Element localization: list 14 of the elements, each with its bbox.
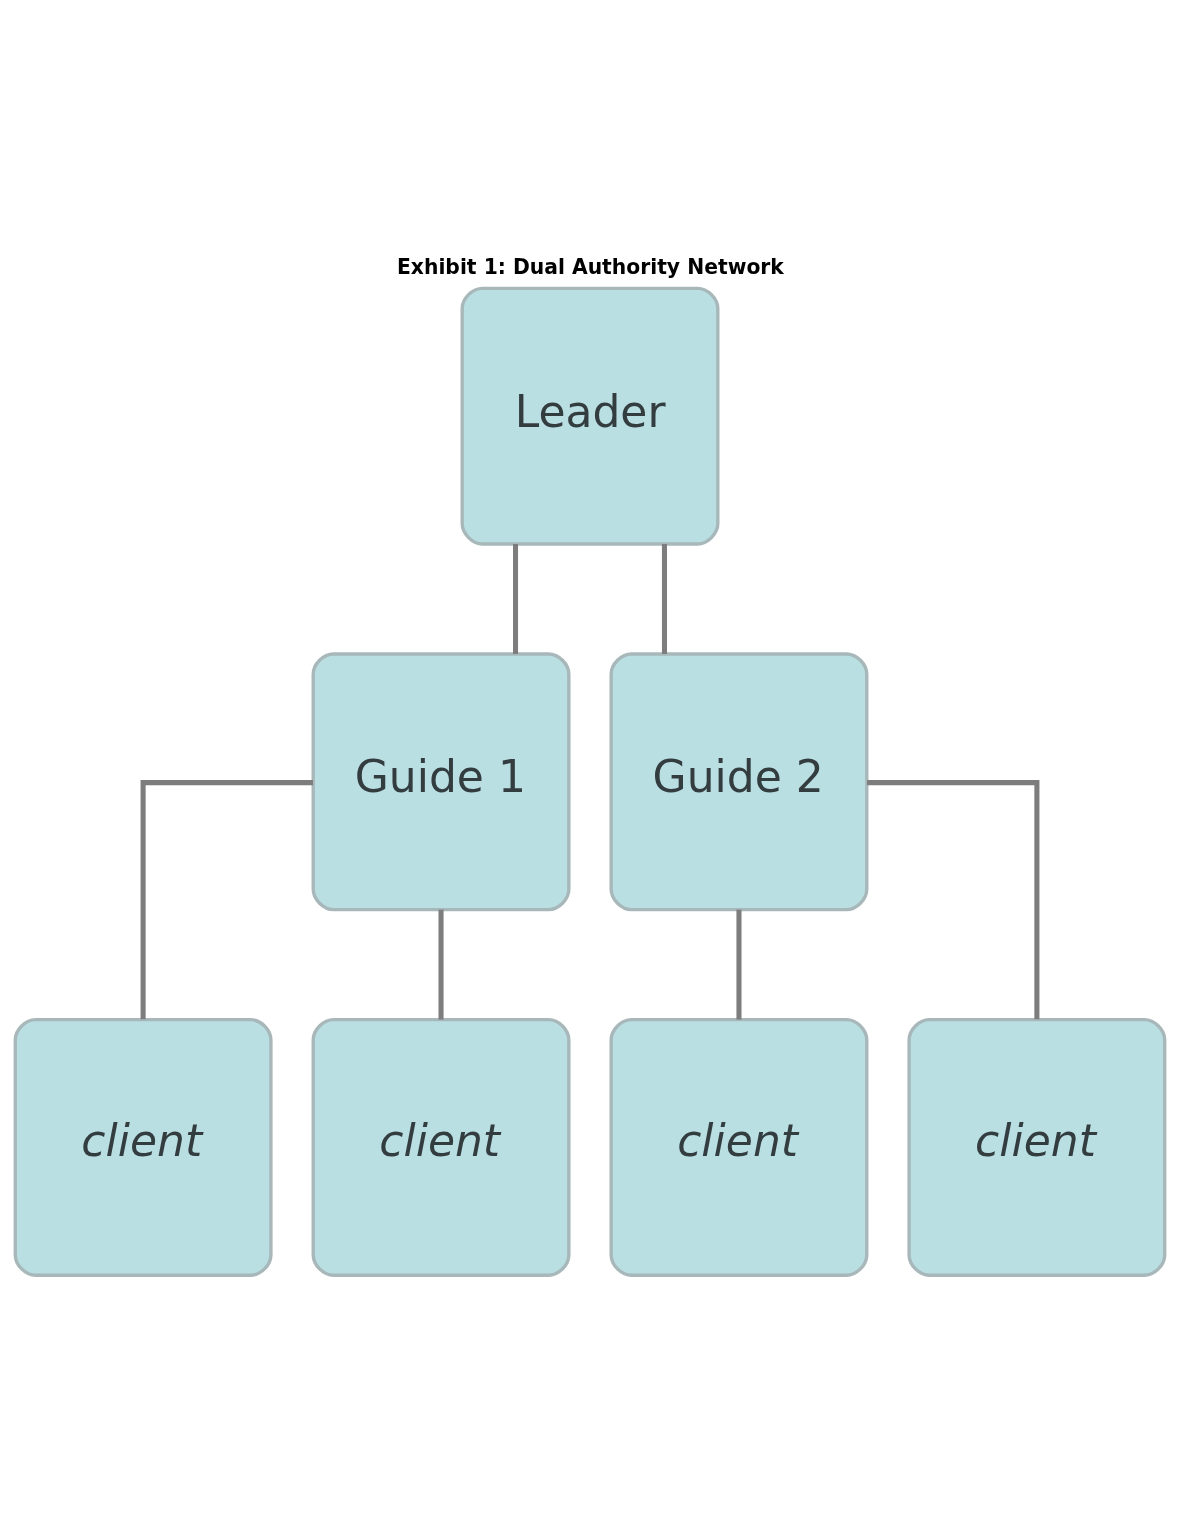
connector bbox=[438, 909, 444, 1020]
node-box: Leader bbox=[460, 286, 720, 546]
connector bbox=[140, 779, 313, 1019]
connector bbox=[513, 543, 519, 654]
connector bbox=[736, 909, 742, 1020]
connector bbox=[661, 543, 667, 654]
node-box: client bbox=[907, 1017, 1167, 1277]
node-box: Guide 2 bbox=[609, 651, 869, 911]
node-box: client bbox=[311, 1017, 571, 1277]
connector bbox=[867, 779, 1040, 1019]
node-box: client bbox=[609, 1017, 869, 1277]
node-box: client bbox=[13, 1017, 273, 1277]
node-box: Guide 1 bbox=[311, 651, 571, 911]
diagram-title: Exhibit 1: Dual Authority Network bbox=[397, 254, 784, 279]
